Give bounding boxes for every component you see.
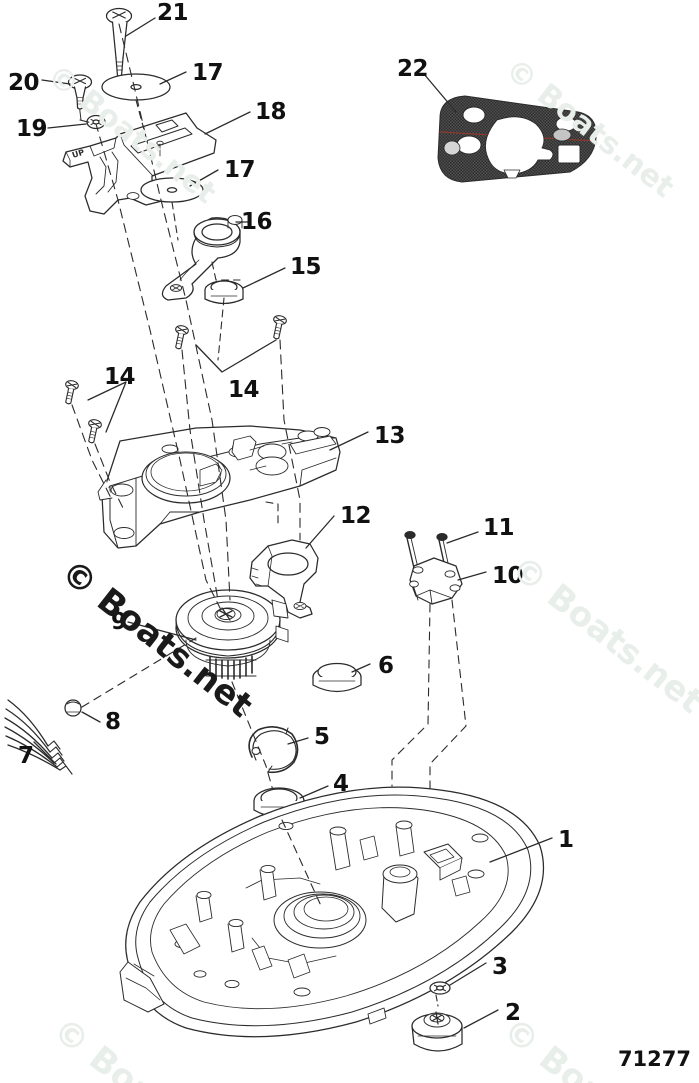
part-16-lever-arm	[161, 215, 243, 301]
part-6-seal-cap	[312, 662, 362, 693]
diagram-id-label: 71277	[617, 1047, 691, 1071]
part-14-screw-a	[171, 323, 190, 351]
part-12-cam-plate	[249, 539, 319, 619]
part-17-washer-upper	[101, 73, 171, 101]
part-19-lock-nut	[86, 114, 106, 130]
part-15-bushing	[204, 280, 244, 305]
callout-14-right: 14	[228, 377, 260, 403]
callout-4: 4	[333, 771, 349, 797]
callout-15: 15	[290, 254, 322, 280]
part-14-screw-b	[269, 313, 288, 341]
callout-1: 1	[558, 827, 574, 853]
callout-16: 16	[241, 209, 273, 235]
part-14-screw-d	[84, 417, 103, 445]
callout-20: 20	[8, 70, 40, 96]
part-3-washer	[429, 981, 451, 995]
part-8-grommet	[64, 699, 82, 717]
part-17-washer-lower	[140, 177, 204, 203]
decal-up-marking: UP	[71, 148, 86, 160]
callout-3: 3	[492, 954, 508, 980]
part-22-decal-gasket	[437, 95, 597, 183]
part-1-lower-housing	[119, 786, 545, 1038]
part-20-screw	[67, 74, 93, 121]
callout-6: 6	[378, 653, 394, 679]
callout-9: 9	[111, 609, 127, 635]
part-9-rotor-assembly	[175, 589, 289, 680]
part-10-switch-assembly	[409, 557, 463, 605]
callout-21: 21	[157, 0, 189, 26]
callout-8: 8	[105, 709, 121, 735]
part-11-screw-a	[404, 530, 419, 569]
callout-19: 19	[16, 116, 48, 142]
callout-2: 2	[505, 1000, 521, 1026]
part-13-upper-housing	[97, 425, 341, 549]
part-2-mount-isolator	[411, 1011, 463, 1052]
callout-5: 5	[314, 724, 330, 750]
callout-17-lower: 17	[224, 157, 256, 183]
callout-13: 13	[374, 423, 406, 449]
part-7-wire-harness	[4, 699, 73, 775]
callout-18: 18	[255, 99, 287, 125]
part-14-screw-c	[61, 378, 80, 406]
part-5-retaining-ring	[248, 726, 299, 774]
callout-14-left: 14	[104, 364, 136, 390]
part-11-screw-b	[436, 532, 451, 573]
callout-17-upper: 17	[192, 60, 224, 86]
callout-11: 11	[483, 515, 515, 541]
callout-22: 22	[397, 56, 429, 82]
callout-7: 7	[18, 743, 34, 769]
callout-12: 12	[340, 503, 372, 529]
part-18-shift-bracket	[62, 112, 217, 215]
callout-10: 10	[492, 563, 524, 589]
